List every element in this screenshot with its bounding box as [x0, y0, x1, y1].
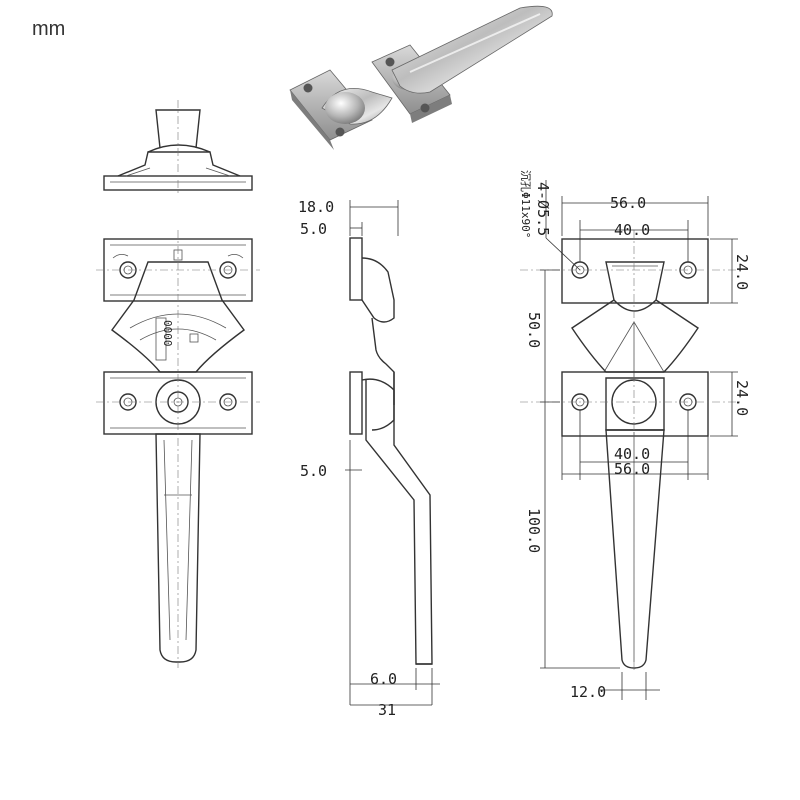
dim-side-top-width: 18.0: [298, 198, 334, 216]
dim-front-handle-tip-width: 12.0: [570, 683, 606, 701]
stamp-text: 0000: [161, 320, 174, 347]
front-dimensions: 56.0 40.0 24.0 24.0 50.0 100.0 40.0 56.0: [519, 170, 751, 701]
side-view: [349, 237, 433, 665]
side-dimensions: 18.0 5.0 5.0 6.0 31: [298, 198, 440, 719]
plan-view: 0000: [96, 230, 260, 668]
dim-front-top-plate-height: 24.0: [733, 254, 751, 290]
dim-side-plate-thickness: 5.0: [300, 220, 327, 238]
dim-front-plate-gap: 50.0: [525, 312, 543, 348]
dim-front-plate-width: 56.0: [610, 194, 646, 212]
product-photo: [289, 5, 553, 150]
hole-note-countersink: 沉孔Φ11x90°: [519, 170, 532, 238]
dim-side-tip-width: 6.0: [370, 670, 397, 688]
dim-front-bottom-plate-width: 56.0: [614, 460, 650, 478]
dim-side-offset: 5.0: [300, 462, 327, 480]
dim-front-bottom-plate-height: 24.0: [733, 380, 751, 416]
unit-label: mm: [32, 18, 66, 40]
top-view: [103, 100, 253, 195]
dim-front-bottom-hole-spacing: 40.0: [614, 445, 650, 463]
dim-front-handle-length: 100.0: [525, 508, 543, 553]
hole-note-count: 4-Ø5.5: [534, 182, 552, 236]
dim-side-total-depth: 31: [378, 701, 396, 719]
dim-front-hole-spacing: 40.0: [614, 221, 650, 239]
